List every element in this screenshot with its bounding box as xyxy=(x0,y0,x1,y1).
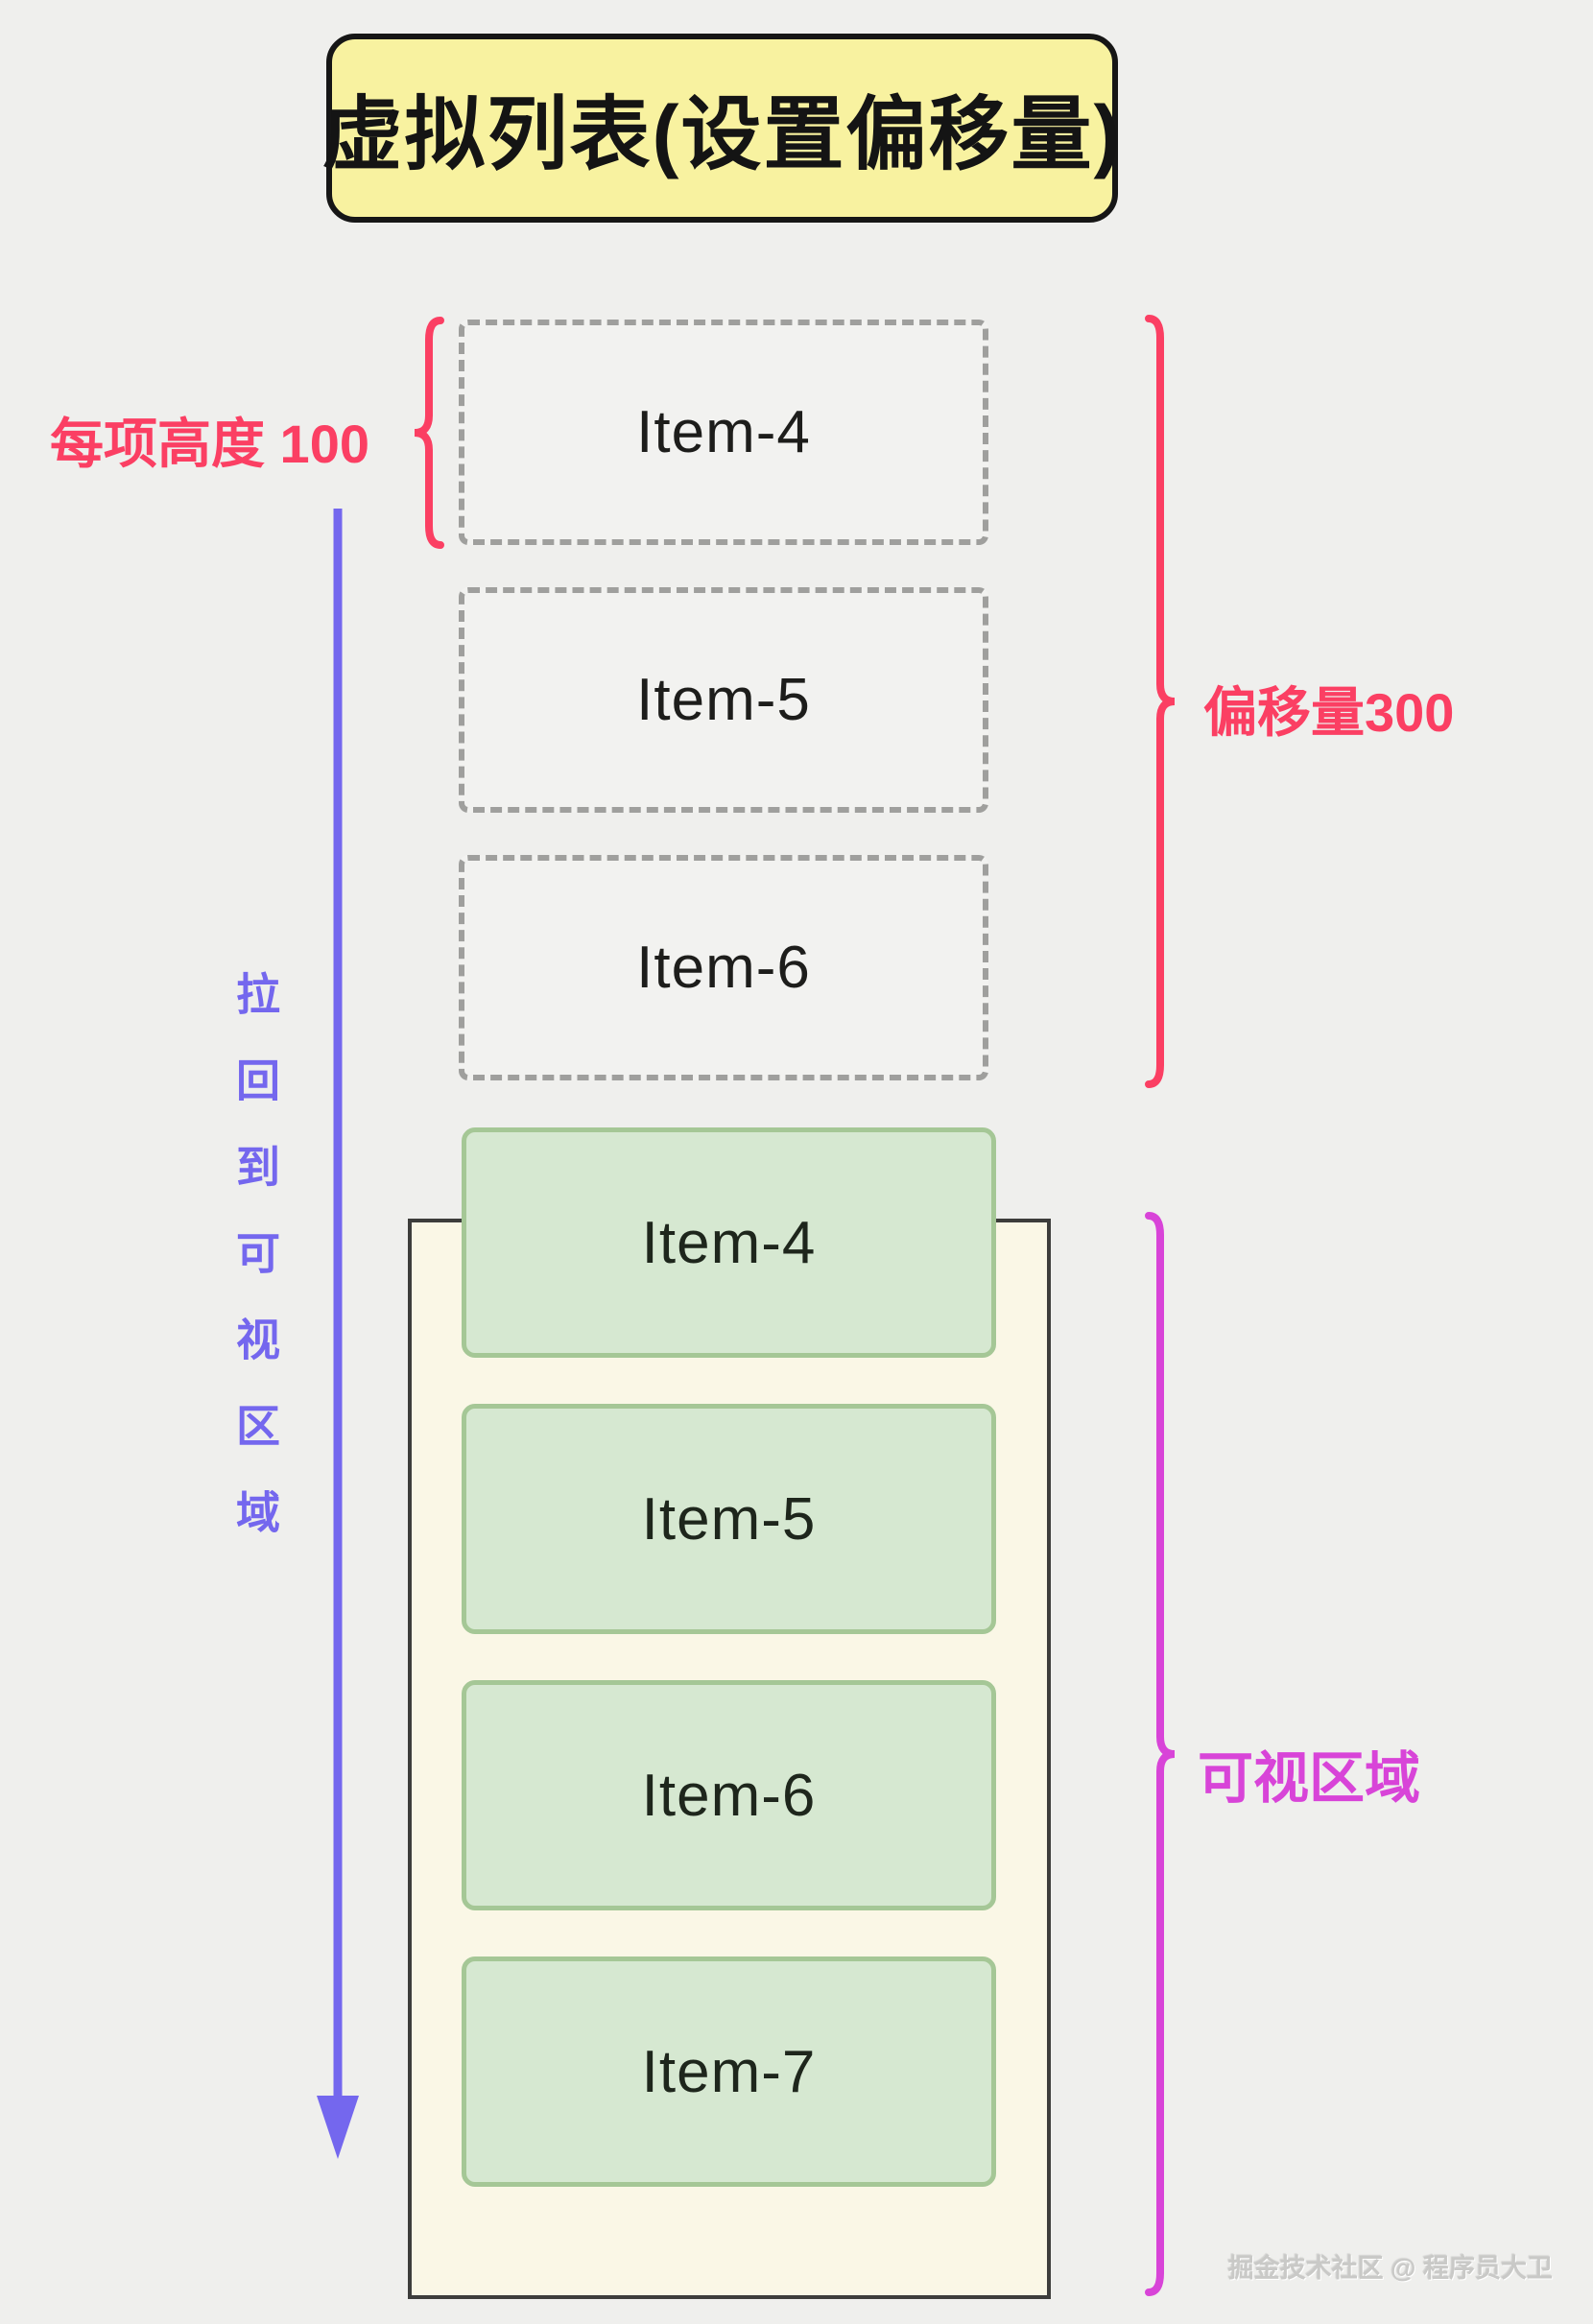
virtual-item-4-label: Item-4 xyxy=(636,399,811,465)
viewport-label: 可视区域 xyxy=(1198,1747,1421,1810)
virtual-item-4: Item-4 xyxy=(459,320,988,545)
virtual-item-6: Item-6 xyxy=(459,855,988,1080)
offset-label: 偏移量300 xyxy=(1203,682,1455,743)
page-title: 虚拟列表(设置偏移量) xyxy=(321,89,1123,179)
virtual-item-6-label: Item-6 xyxy=(636,935,811,1001)
visible-item-4: Item-4 xyxy=(462,1127,996,1358)
visible-item-6: Item-6 xyxy=(462,1680,996,1910)
brace-right-viewport-icon xyxy=(1145,1212,1176,2296)
watermark: 掘金技术社区 @ 程序员大卫 xyxy=(1227,2254,1553,2283)
brace-right-offset-icon xyxy=(1145,315,1176,1088)
visible-item-4-label: Item-4 xyxy=(641,1209,817,1276)
brace-left-item-height-icon xyxy=(414,317,444,549)
title-box: 虚拟列表(设置偏移量) xyxy=(322,34,1120,223)
visible-item-5-label: Item-5 xyxy=(641,1485,817,1553)
visible-item-7: Item-7 xyxy=(462,1956,996,2187)
visible-item-6-label: Item-6 xyxy=(641,1762,817,1829)
pull-back-arrow-icon xyxy=(317,509,359,2159)
virtual-item-5-label: Item-5 xyxy=(636,667,811,733)
item-height-label: 每项高度 100 xyxy=(50,414,369,474)
virtual-item-5: Item-5 xyxy=(459,587,988,813)
visible-item-5: Item-5 xyxy=(462,1404,996,1634)
visible-item-7-label: Item-7 xyxy=(641,2038,817,2105)
pull-back-label: 拉回到可视区域 xyxy=(230,971,280,1576)
